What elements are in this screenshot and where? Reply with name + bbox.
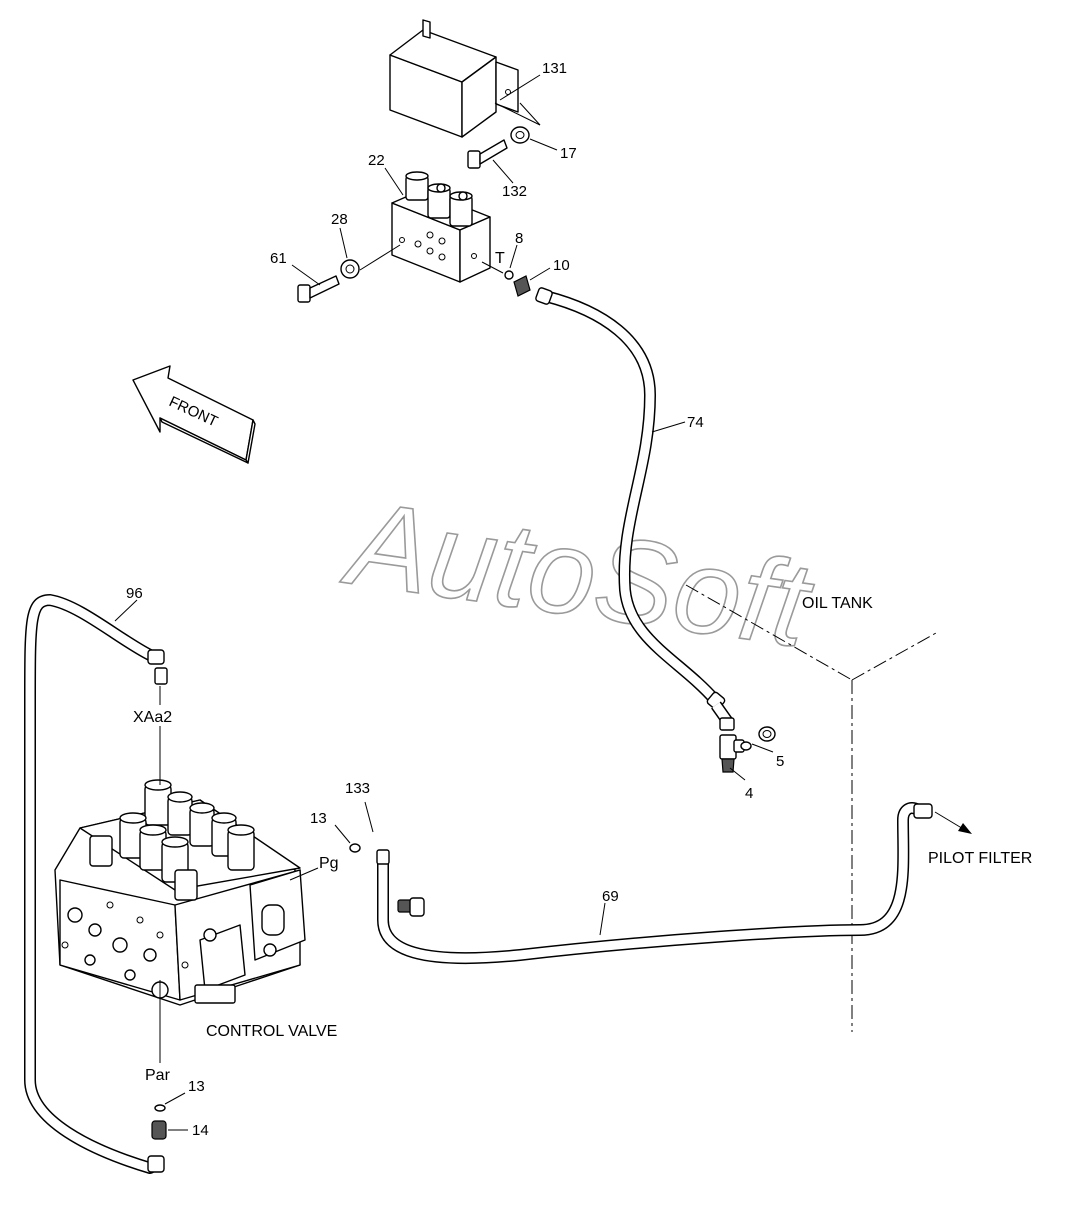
connector-14 bbox=[151, 1120, 167, 1140]
hose-69 bbox=[376, 802, 933, 965]
callout-131: 131 bbox=[542, 60, 567, 77]
hose-74 bbox=[535, 287, 735, 731]
pilot-filter-label: PILOT FILTER bbox=[928, 850, 1032, 867]
front-arrow: FRONT bbox=[132, 365, 256, 464]
callout-69: 69 bbox=[602, 888, 619, 905]
cap-5 bbox=[740, 726, 776, 751]
tee-connector-4 bbox=[719, 734, 745, 773]
washer-28 bbox=[340, 259, 360, 279]
callout-74: 74 bbox=[687, 414, 704, 431]
control-valve bbox=[54, 779, 306, 1006]
callout-5: 5 bbox=[776, 753, 784, 770]
bolt-132 bbox=[467, 139, 508, 169]
oil-tank-label: OIL TANK bbox=[802, 595, 873, 612]
bracket-box-131 bbox=[389, 19, 519, 138]
o-ring-8 bbox=[504, 270, 514, 280]
o-ring-13-upper bbox=[349, 843, 361, 853]
leader-lines bbox=[114, 74, 972, 1131]
callout-13-lower: 13 bbox=[188, 1078, 205, 1095]
connector-10 bbox=[513, 275, 531, 297]
o-ring-13-lower bbox=[154, 1104, 166, 1112]
port-label-xaa2: XAa2 bbox=[133, 709, 172, 726]
port-label-pg: Pg bbox=[319, 855, 339, 872]
washer-17 bbox=[510, 126, 530, 144]
hose-96 bbox=[24, 593, 168, 1174]
control-valve-label: CONTROL VALVE bbox=[206, 1023, 337, 1040]
watermark-text: AutoSoft bbox=[336, 475, 821, 673]
callout-8: 8 bbox=[515, 230, 523, 247]
callout-132: 132 bbox=[502, 183, 527, 200]
callout-14: 14 bbox=[192, 1122, 209, 1139]
callout-22: 22 bbox=[368, 152, 385, 169]
callout-96: 96 bbox=[126, 585, 143, 602]
callout-4: 4 bbox=[745, 785, 753, 802]
callout-13-upper: 13 bbox=[310, 810, 327, 827]
callout-10: 10 bbox=[553, 257, 570, 274]
callout-28: 28 bbox=[331, 211, 348, 228]
port-label-par: Par bbox=[145, 1067, 171, 1084]
oil-tank-outline bbox=[685, 584, 937, 1032]
bolt-61 bbox=[297, 275, 340, 303]
callout-61: 61 bbox=[270, 250, 287, 267]
solenoid-valve-22 bbox=[391, 171, 491, 283]
callout-17: 17 bbox=[560, 145, 577, 162]
callout-133: 133 bbox=[345, 780, 370, 797]
elbow-fitting bbox=[397, 897, 425, 917]
port-label-t: T bbox=[495, 250, 505, 267]
